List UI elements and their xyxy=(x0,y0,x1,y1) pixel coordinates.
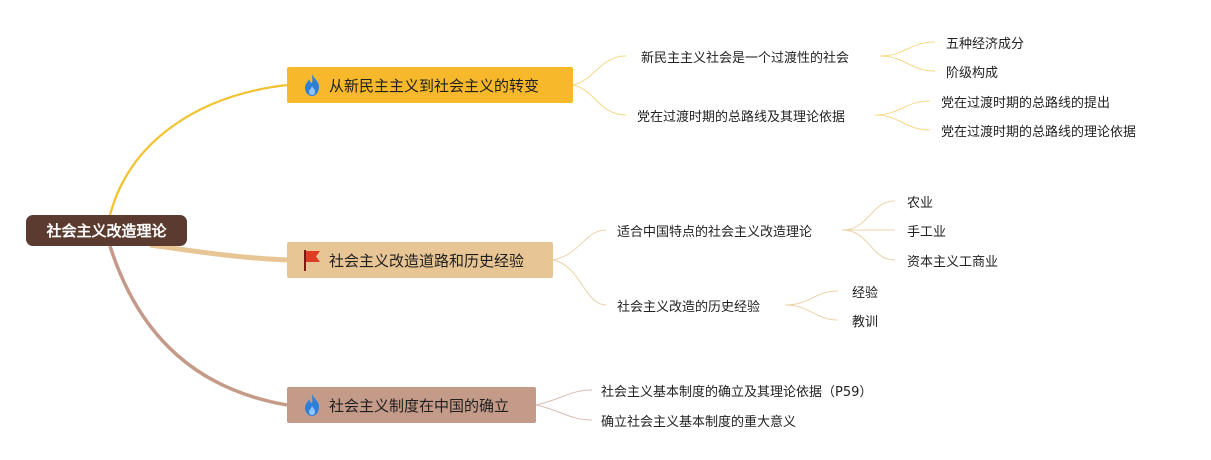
subtopic-label: 社会主义改造的历史经验 xyxy=(617,299,761,315)
leaf-label: 经验 xyxy=(852,285,879,301)
subtopic-label: 新民主主义社会是一个过渡性的社会 xyxy=(641,50,850,66)
b2-link-1 xyxy=(552,229,607,261)
b2s2-link-1 xyxy=(784,290,839,306)
root-topic[interactable]: 社会主义改造理论 xyxy=(26,215,187,246)
b1s2-link-1 xyxy=(874,100,931,116)
root-link-2 xyxy=(149,242,288,263)
b1-link-2 xyxy=(572,84,627,116)
subtopic-label: 党在过渡时期的总路线及其理论依据 xyxy=(637,109,846,125)
leaf-topic[interactable]: 阶级构成 xyxy=(946,61,998,81)
leaf-label: 五种经济成分 xyxy=(946,36,1025,52)
b1s1-link-2 xyxy=(879,55,936,72)
leaf-label: 党在过渡时期的总路线的提出 xyxy=(941,95,1111,111)
subtopic-basic-system-establishment[interactable]: 社会主义基本制度的确立及其理论依据（P59） xyxy=(601,380,872,400)
b2s1-link-1 xyxy=(841,200,896,231)
subtopic-label: 确立社会主义基本制度的重大意义 xyxy=(601,414,797,430)
leaf-label: 农业 xyxy=(907,195,934,211)
branch-topic-2-label: 社会主义改造道路和历史经验 xyxy=(329,251,525,270)
b2s1-link-3 xyxy=(841,229,896,261)
leaf-label: 教训 xyxy=(852,314,879,330)
b2s2-link-2 xyxy=(784,304,839,321)
b1-link-1 xyxy=(572,55,627,86)
root-topic-label: 社会主义改造理论 xyxy=(46,222,167,240)
branch-topic-1[interactable]: 从新民主主义到社会主义的转变 xyxy=(287,67,573,103)
leaf-topic[interactable]: 资本主义工商业 xyxy=(907,250,998,270)
leaf-topic[interactable]: 党在过渡时期的总路线的提出 xyxy=(941,91,1110,111)
leaf-topic[interactable]: 党在过渡时期的总路线的理论依据 xyxy=(941,120,1136,140)
red-flag-icon xyxy=(301,248,323,272)
leaf-topic[interactable]: 经验 xyxy=(852,281,878,301)
subtopic-label: 社会主义基本制度的确立及其理论依据（P59） xyxy=(601,384,873,400)
branch-topic-1-label: 从新民主主义到社会主义的转变 xyxy=(329,76,540,95)
subtopic-historical-experience[interactable]: 社会主义改造的历史经验 xyxy=(617,295,760,315)
subtopic-label: 适合中国特点的社会主义改造理论 xyxy=(617,224,813,240)
fire-icon xyxy=(301,393,323,417)
leaf-label: 阶级构成 xyxy=(946,65,999,81)
branch-topic-2[interactable]: 社会主义改造道路和历史经验 xyxy=(287,242,553,278)
subtopic-transformation-theory[interactable]: 适合中国特点的社会主义改造理论 xyxy=(617,220,812,240)
leaf-label: 资本主义工商业 xyxy=(907,254,999,270)
branch-topic-3[interactable]: 社会主义制度在中国的确立 xyxy=(287,387,536,423)
leaf-topic[interactable]: 教训 xyxy=(852,310,878,330)
leaf-label: 党在过渡时期的总路线的理论依据 xyxy=(941,124,1137,140)
leaf-topic[interactable]: 农业 xyxy=(907,191,933,211)
subtopic-general-line[interactable]: 党在过渡时期的总路线及其理论依据 xyxy=(637,105,845,125)
leaf-topic[interactable]: 手工业 xyxy=(907,220,946,240)
leaf-topic[interactable]: 五种经济成分 xyxy=(946,32,1024,52)
branch-topic-3-label: 社会主义制度在中国的确立 xyxy=(329,396,510,415)
b1s2-link-2 xyxy=(874,114,931,131)
b3-link-2 xyxy=(535,404,593,421)
root-link-1 xyxy=(108,83,288,216)
b2-link-2 xyxy=(552,259,607,306)
fire-icon xyxy=(301,73,323,97)
subtopic-significance[interactable]: 确立社会主义基本制度的重大意义 xyxy=(601,410,796,430)
leaf-label: 手工业 xyxy=(907,224,947,240)
subtopic-transition-society[interactable]: 新民主主义社会是一个过渡性的社会 xyxy=(641,46,849,66)
b3-link-1 xyxy=(535,389,593,406)
b1s1-link-1 xyxy=(879,41,936,57)
root-link-3 xyxy=(108,245,288,407)
